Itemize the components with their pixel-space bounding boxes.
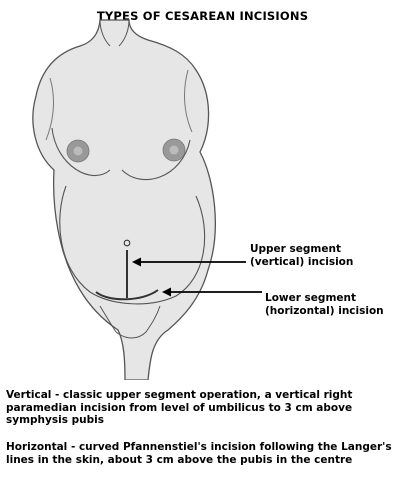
breast-outline-right [121,139,191,180]
nipple-right [169,145,179,155]
lower-label-line1: Lower segment [265,292,357,304]
pregnant-torso-illustration [32,19,262,380]
neck-line-left [99,19,111,47]
torso-silhouette [32,19,216,380]
upper-segment-label: Upper segment (vertical) incision [250,243,353,269]
neck-line-right [118,19,130,47]
lower-segment-label: Lower segment (horizontal) incision [265,292,384,318]
upper-label-line1: Upper segment [250,243,341,255]
groin-line-right [145,305,161,333]
groin-line-left [99,305,117,333]
shoulder-line-left [45,77,54,141]
arrow-lower-head [162,287,171,297]
belly-contour [59,185,206,305]
horizontal-incision [95,289,159,301]
lower-label-line2: (horizontal) incision [265,305,384,317]
arrow-upper-head [132,257,141,267]
umbilicus [123,239,131,247]
vertical-description: Vertical - classic upper segment operati… [6,389,353,426]
pubic-contour [115,331,147,339]
breast-outline-left [51,127,111,176]
horizontal-description: Horizontal - curved Pfannenstiel's incis… [6,441,392,466]
shoulder-line-right [184,69,193,133]
upper-label-line2: (vertical) incision [250,256,354,268]
diagram-title: TYPES OF CESAREAN INCISIONS [96,9,309,23]
nipple-left [73,146,83,156]
